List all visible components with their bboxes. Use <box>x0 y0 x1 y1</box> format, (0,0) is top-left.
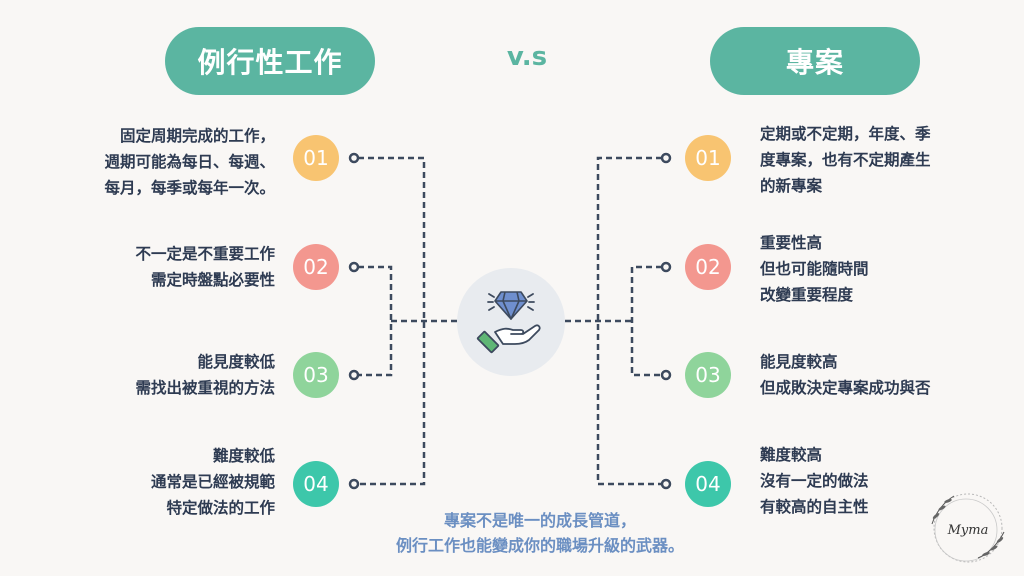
left-item-04-text: 難度較低 通常是已經被規範 特定做法的工作 <box>151 443 275 521</box>
badge-right-03: 03 <box>685 352 731 398</box>
badge-left-04: 04 <box>293 461 339 507</box>
node-left-02 <box>348 261 360 273</box>
left-item-03-text: 能見度較低 需找出被重視的方法 <box>135 349 275 401</box>
project-title: 專案 <box>710 27 920 95</box>
node-right-01 <box>660 152 672 164</box>
text-line: 每月，每季或每年一次。 <box>104 179 275 197</box>
right-item-04-text: 難度較高 沒有一定的做法 有較高的自主性 <box>760 442 869 520</box>
versus-label: v.s <box>506 42 548 72</box>
center-circle <box>457 268 565 376</box>
connector-right-01-04 <box>596 156 662 486</box>
node-left-01 <box>348 152 360 164</box>
text-line: 週期可能為每日、每週、 <box>104 153 275 171</box>
badge-left-03: 03 <box>293 352 339 398</box>
text-line: 改變重要程度 <box>760 286 854 304</box>
text-line: 需定時盤點必要性 <box>150 271 275 289</box>
badge-right-01: 01 <box>685 135 731 181</box>
node-right-02 <box>660 261 672 273</box>
badge-left-02: 02 <box>293 244 339 290</box>
laurel-wreath-logo: Myma <box>931 493 1005 563</box>
text-line: 需找出被重視的方法 <box>135 379 275 397</box>
logo-text: Myma <box>947 523 989 538</box>
text-line: 固定周期完成的工作， <box>119 127 275 145</box>
node-left-03 <box>348 369 360 381</box>
right-item-02-text: 重要性高 但也可能隨時間 改變重要程度 <box>760 230 869 308</box>
footer-message: 專案不是唯一的成長管道， 例行工作也能變成你的職場升級的武器。 <box>340 508 740 558</box>
node-right-03 <box>660 369 672 381</box>
left-item-02-text: 不一定是不重要工作 需定時盤點必要性 <box>135 241 275 293</box>
right-item-01-text: 定期或不定期，年度、季 度專案，也有不定期產生 的新專案 <box>760 121 931 199</box>
text-line: 難度較低 <box>212 447 275 465</box>
badge-left-01: 01 <box>293 135 339 181</box>
footer-line: 例行工作也能變成你的職場升級的武器。 <box>395 536 684 555</box>
text-line: 沒有一定的做法 <box>760 472 869 490</box>
node-left-04 <box>348 478 360 490</box>
text-line: 定期或不定期，年度、季 <box>760 125 931 143</box>
text-line: 通常是已經被規範 <box>150 473 275 491</box>
text-line: 度專案，也有不定期產生 <box>760 151 931 169</box>
footer-line: 專案不是唯一的成長管道， <box>443 511 636 530</box>
diamond-in-hand-icon <box>476 291 541 354</box>
text-line: 有較高的自主性 <box>760 498 869 516</box>
right-item-03-text: 能見度較高 但成敗決定專案成功與否 <box>760 349 931 401</box>
text-line: 不一定是不重要工作 <box>135 245 275 263</box>
badge-right-02: 02 <box>685 244 731 290</box>
connector-left-01 <box>358 156 426 486</box>
text-line: 能見度較高 <box>760 353 838 371</box>
text-line: 但也可能隨時間 <box>760 260 869 278</box>
text-line: 的新專案 <box>760 177 823 195</box>
node-right-04 <box>660 478 672 490</box>
text-line: 能見度較低 <box>197 353 275 371</box>
text-line: 難度較高 <box>760 446 823 464</box>
text-line: 重要性高 <box>760 234 823 252</box>
badge-right-04: 04 <box>685 461 731 507</box>
connector-left-02-03 <box>358 265 393 377</box>
left-item-01-text: 固定周期完成的工作， 週期可能為每日、每週、 每月，每季或每年一次。 <box>104 123 275 201</box>
text-line: 但成敗決定專案成功與否 <box>760 379 931 397</box>
text-line: 特定做法的工作 <box>166 499 275 517</box>
connector-right-02-03 <box>630 265 662 377</box>
routine-work-title: 例行性工作 <box>165 27 375 95</box>
